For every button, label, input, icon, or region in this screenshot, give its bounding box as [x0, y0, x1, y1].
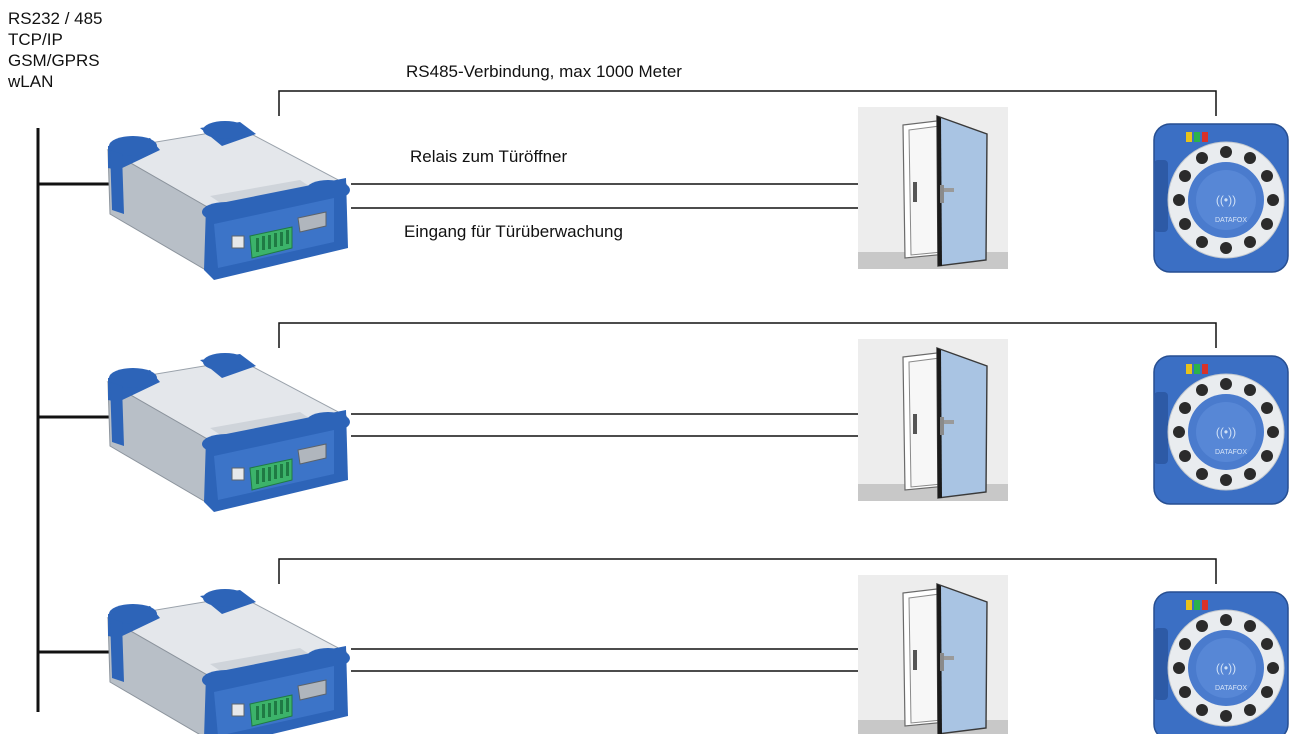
rs485-connection-line [278, 558, 1217, 584]
rs485-connection-line [278, 322, 1217, 348]
network-bus [36, 128, 112, 712]
door-image [857, 338, 1009, 502]
door-monitoring-input-label: Eingang für Türüberwachung [404, 222, 623, 241]
card-reader-keypad [1153, 355, 1289, 505]
row-2 [107, 322, 1289, 513]
row-1 [107, 90, 1289, 281]
card-reader-keypad [1153, 591, 1289, 734]
interface-wlan: wLAN [7, 72, 53, 91]
controller-device [107, 588, 351, 734]
interface-rs232-485: RS232 / 485 [8, 9, 103, 28]
door-image [857, 106, 1009, 270]
interface-gsm-gprs: GSM/GPRS [8, 51, 100, 70]
rs485-connection-line [278, 90, 1217, 116]
row-3 [107, 558, 1289, 734]
interface-tcp-ip: TCP/IP [8, 30, 63, 49]
door-image [857, 574, 1009, 734]
controller-device [107, 352, 351, 513]
relay-door-opener-label: Relais zum Türöffner [410, 147, 567, 166]
card-reader-keypad [1153, 123, 1289, 273]
rs485-connection-label: RS485-Verbindung, max 1000 Meter [406, 62, 682, 81]
controller-device [107, 120, 351, 281]
